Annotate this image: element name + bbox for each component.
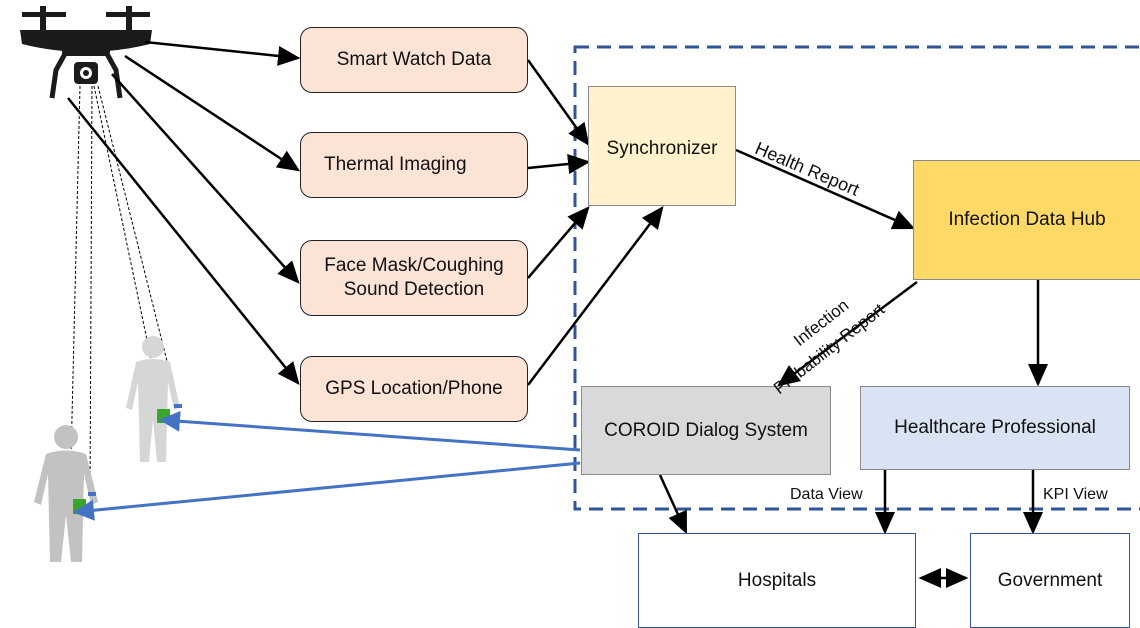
hospitals-label: Hospitals	[737, 569, 817, 591]
smart-watch-data-box: Smart Watch Data	[300, 27, 528, 93]
smartwatch-band	[174, 404, 182, 408]
thermal-imaging-box: Thermal Imaging	[300, 132, 528, 198]
system-boundary	[573, 45, 1140, 511]
smart-watch-label: Smart Watch Data	[336, 49, 492, 70]
synchronizer-box: Synchronizer	[588, 86, 736, 206]
drone-icon	[20, 6, 152, 99]
hospitals-box: Hospitals	[638, 533, 916, 628]
coroid-label: COROID Dialog System	[604, 419, 808, 441]
face-mask-label-line2: Sound Detection	[343, 279, 485, 300]
government-label: Government	[997, 569, 1103, 591]
healthcare-label: Healthcare Professional	[894, 417, 1096, 438]
health-report-arrow	[735, 148, 916, 230]
person-silhouette-icon	[126, 336, 180, 462]
infection-data-hub-label: Infection Data Hub	[948, 209, 1106, 230]
coroid-to-hospitals-arrow	[658, 474, 688, 535]
source-to-sync-arrows	[526, 59, 664, 386]
coroid-dialog-system-box: COROID Dialog System	[581, 386, 831, 475]
smartwatch-band	[88, 492, 96, 496]
thermal-imaging-label: Thermal Imaging	[324, 154, 467, 175]
infection-report-arrow	[776, 280, 918, 387]
data-view-label: Data View	[790, 486, 863, 503]
synchronizer-label: Synchronizer	[606, 138, 718, 159]
face-mask-detection-box: Face Mask/Coughing Sound Detection	[300, 240, 528, 316]
gps-location-box: GPS Location/Phone	[300, 356, 528, 422]
face-mask-label-line1: Face Mask/Coughing	[324, 255, 504, 276]
gps-location-label: GPS Location/Phone	[325, 378, 503, 399]
feedback-arrows	[73, 410, 581, 521]
person-silhouette-icon	[34, 425, 98, 562]
healthcare-professional-box: Healthcare Professional	[860, 386, 1130, 470]
infection-data-hub-box: Infection Data Hub	[913, 160, 1140, 280]
drone-to-source-arrows	[67, 40, 301, 385]
kpi-view-label: KPI View	[1043, 486, 1108, 503]
government-box: Government	[970, 533, 1130, 628]
